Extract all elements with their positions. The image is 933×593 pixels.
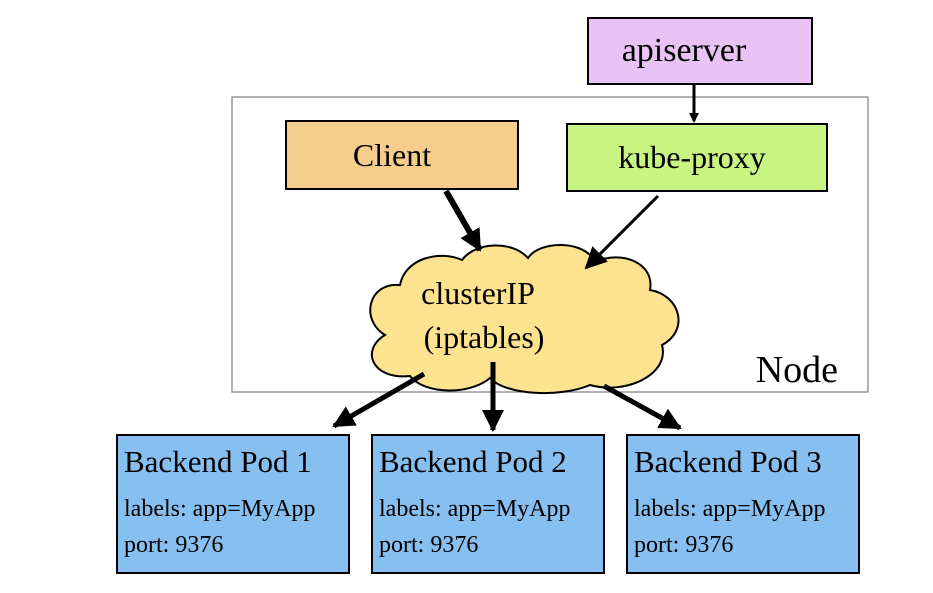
pod-2-labels: labels: app=MyApp	[379, 496, 571, 522]
pod-1-labels: labels: app=MyApp	[124, 496, 316, 522]
backend-pod-1: Backend Pod 1 labels: app=MyApp port: 93…	[116, 434, 350, 574]
pod-3-port: port: 9376	[634, 532, 733, 558]
apiserver-rect	[587, 17, 813, 85]
arrow-client-to-cluster-ip	[443, 189, 483, 252]
pod-2-box	[371, 434, 605, 574]
pod-1-port: port: 9376	[124, 532, 223, 558]
kube-proxy-rect	[566, 123, 828, 192]
pod-3-labels: labels: app=MyApp	[634, 496, 826, 522]
pod-3-box	[626, 434, 860, 574]
arrow-cluster-ip-to-pod-3	[602, 383, 682, 431]
arrows	[332, 84, 699, 432]
client-box: Client	[285, 120, 519, 190]
node-label: Node	[756, 349, 838, 391]
cluster-ip-label: clusterIP	[421, 275, 535, 311]
apiserver-box: apiserver	[587, 17, 813, 85]
backend-pod-3: Backend Pod 3 labels: app=MyApp port: 93…	[626, 434, 860, 574]
pod-1-title: Backend Pod 1	[124, 444, 312, 479]
backend-pod-2: Backend Pod 2 labels: app=MyApp port: 93…	[371, 434, 605, 574]
pod-2-port: port: 9376	[379, 532, 478, 558]
client-rect	[285, 120, 519, 190]
arrow-cluster-ip-to-pod-1	[332, 371, 426, 429]
iptables-label: (iptables)	[424, 319, 545, 355]
cloud-shape	[369, 244, 680, 394]
pod-2-title: Backend Pod 2	[379, 444, 567, 479]
kube-proxy-label: kube-proxy	[618, 139, 766, 175]
kube-proxy-box: kube-proxy	[566, 123, 828, 192]
pod-1-box	[116, 434, 350, 574]
client-label: Client	[353, 137, 431, 173]
apiserver-label: apiserver	[622, 32, 747, 69]
pod-3-title: Backend Pod 3	[634, 444, 822, 479]
cluster-ip-cloud: clusterIP (iptables)	[369, 244, 680, 394]
arrow-kube-proxy-to-cluster-ip	[584, 194, 660, 270]
